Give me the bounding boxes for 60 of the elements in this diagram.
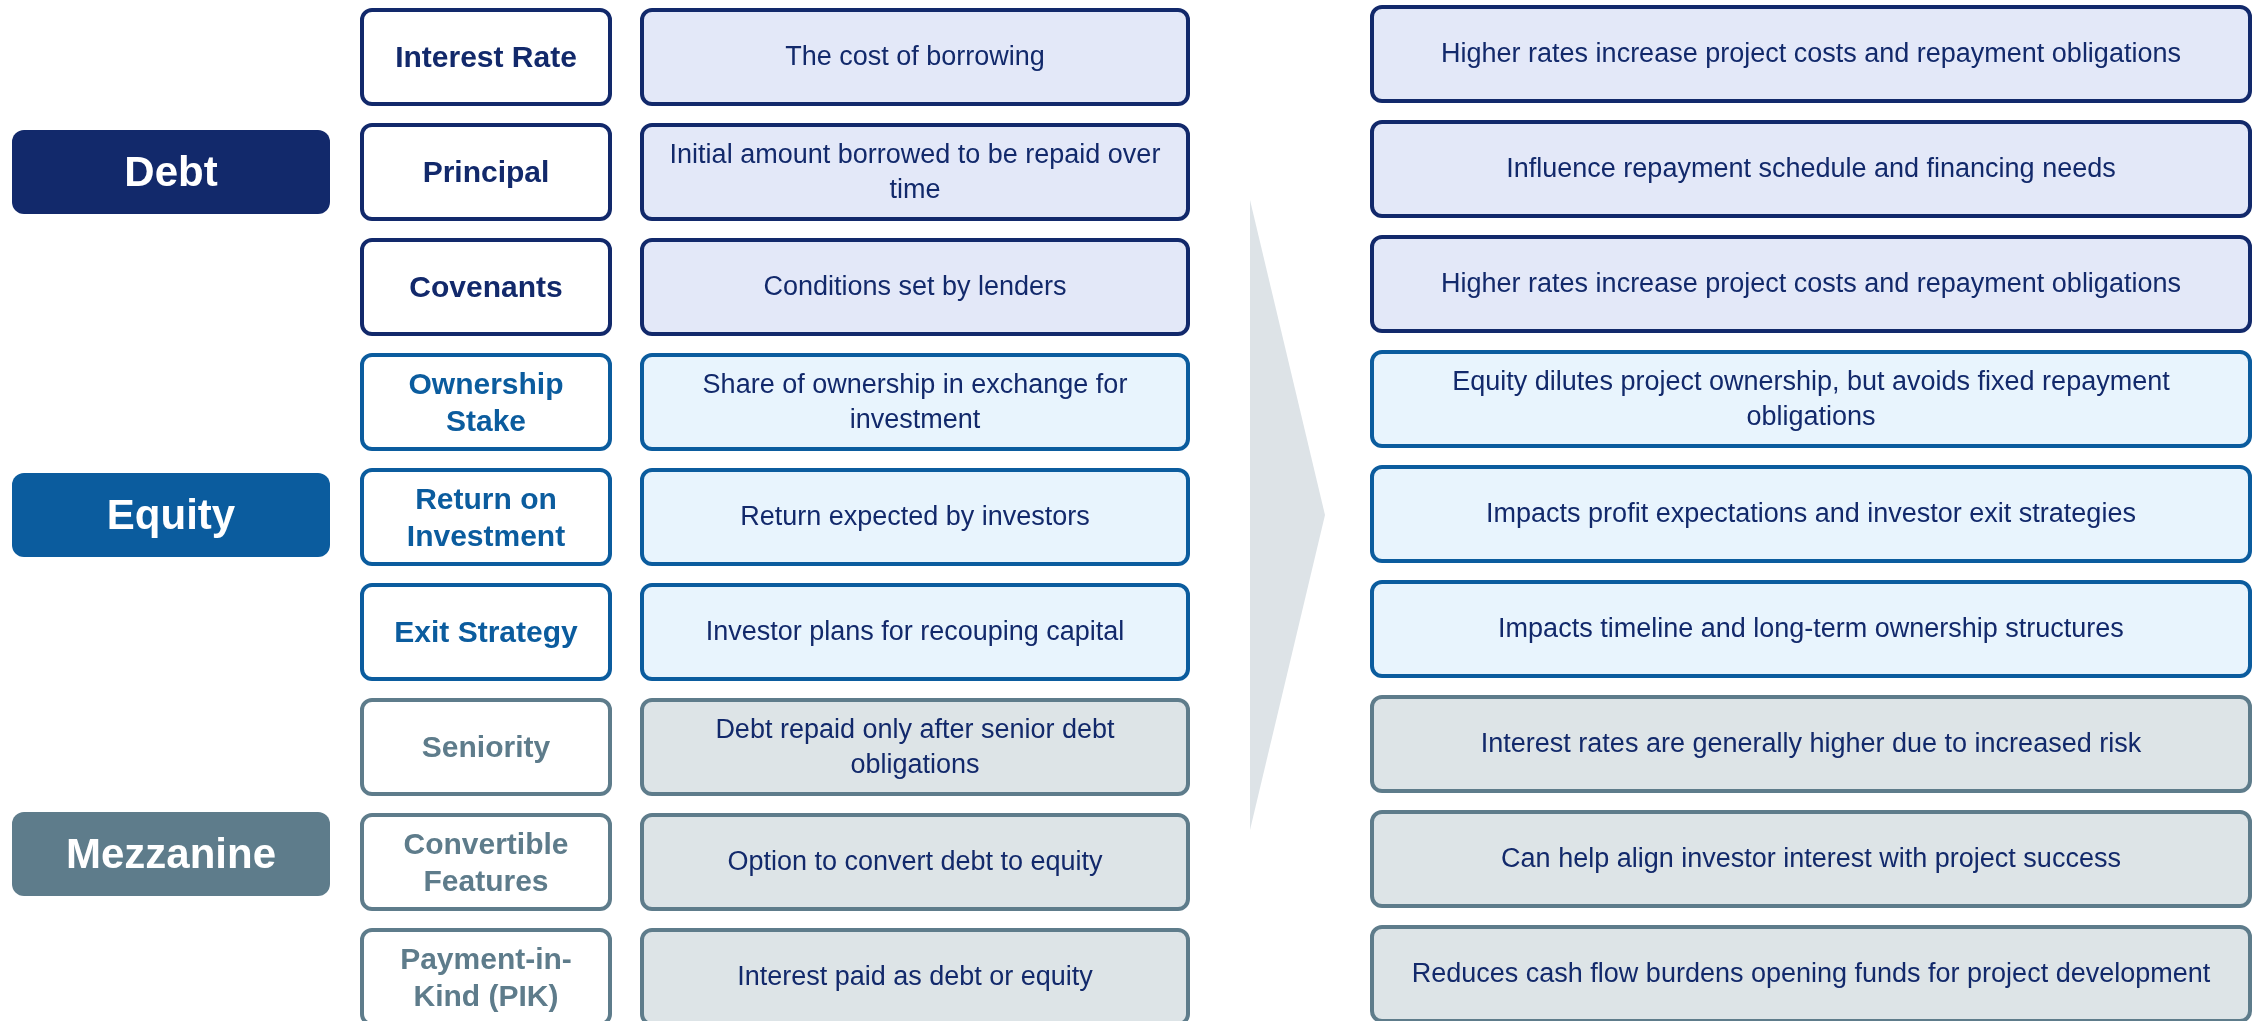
term-label: Principal: [421, 154, 551, 191]
description-box: [640, 928, 1190, 1021]
impact-text: Higher rates increase project costs and repayment obligations: [1440, 267, 2182, 301]
impact-text: Can help align investor interest with project success: [1500, 842, 2122, 876]
term-box: [360, 813, 612, 911]
term-box: [360, 8, 612, 106]
description-box: [640, 583, 1190, 681]
description-box: [640, 353, 1190, 451]
impact-box: [1370, 810, 2252, 908]
impact-text: Impacts timeline and long-term ownership structures: [1497, 612, 2125, 646]
description-text: Option to convert debt to equity: [726, 845, 1104, 879]
description-text: Investor plans for recouping capital: [704, 615, 1126, 649]
description-box: [640, 813, 1190, 911]
description-text: The cost of borrowing: [784, 40, 1046, 74]
impact-box: [1370, 235, 2252, 333]
term-box: [360, 468, 612, 566]
term-label: Payment-in-Kind (PIK): [399, 940, 573, 1014]
category-label: Debt: [123, 148, 219, 196]
description-box: [640, 238, 1190, 336]
term-box: [360, 583, 612, 681]
description-text: Interest paid as debt or equity: [736, 960, 1094, 994]
term-box: [360, 928, 612, 1021]
term-box: [360, 238, 612, 336]
term-label: Covenants: [408, 269, 564, 306]
term-box: [360, 353, 612, 451]
term-label: Ownership Stake: [407, 365, 565, 439]
impact-text: Equity dilutes project ownership, but avoids fixed repayment obligations: [1451, 364, 2171, 433]
impact-box: [1370, 5, 2252, 103]
impact-box: [1370, 695, 2252, 793]
impact-box: [1370, 350, 2252, 448]
impact-box: [1370, 465, 2252, 563]
description-box: [640, 468, 1190, 566]
description-text: Debt repaid only after senior debt obligations: [714, 712, 1116, 781]
category-box: [12, 812, 330, 896]
category-label: Mezzanine: [64, 830, 277, 878]
term-label: Convertible Features: [402, 825, 570, 899]
impact-text: Reduces cash flow burdens opening funds for project development: [1410, 957, 2212, 991]
category-box: [12, 130, 330, 214]
impact-text: Higher rates increase project costs and repayment obligations: [1440, 37, 2182, 71]
term-box: [360, 698, 612, 796]
category-box: [12, 473, 330, 557]
impact-text: Impacts profit expectations and investor exit strategies: [1485, 497, 2137, 531]
term-label: Return on Investment: [405, 480, 567, 554]
impact-box: [1370, 925, 2252, 1021]
term-label: Exit Strategy: [393, 614, 579, 651]
impact-text: Interest rates are generally higher due to increased risk: [1479, 727, 2143, 761]
description-text: Return expected by investors: [739, 500, 1091, 534]
term-label: Interest Rate: [394, 39, 578, 76]
impact-box: [1370, 120, 2252, 218]
description-text: Share of ownership in exchange for investment: [701, 367, 1129, 436]
description-box: [640, 8, 1190, 106]
description-text: Conditions set by lenders: [762, 270, 1068, 304]
impact-box: [1370, 580, 2252, 678]
term-label: Seniority: [420, 729, 552, 766]
category-label: Equity: [105, 491, 237, 539]
description-text: Initial amount borrowed to be repaid over time: [668, 137, 1162, 206]
impact-text: Influence repayment schedule and financing needs: [1505, 152, 2117, 186]
description-box: [640, 698, 1190, 796]
description-box: [640, 123, 1190, 221]
term-box: [360, 123, 612, 221]
